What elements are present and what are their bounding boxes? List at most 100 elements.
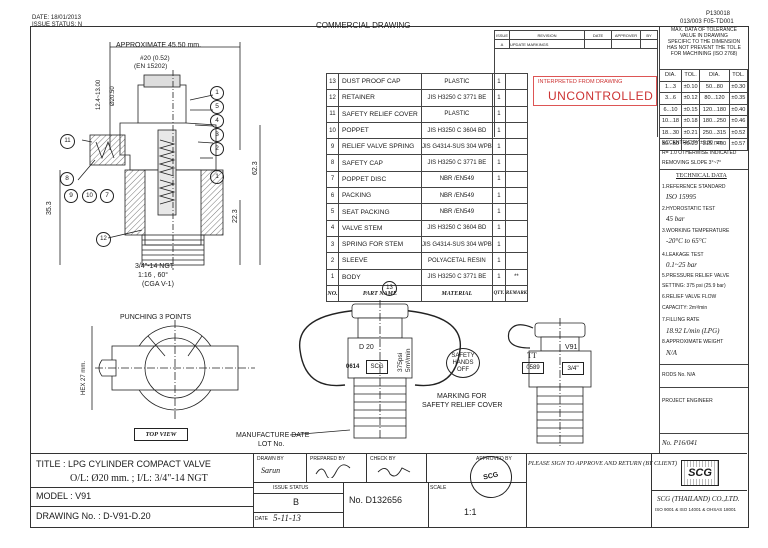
side-code-box: 0589 bbox=[522, 362, 544, 374]
title-ol: O/L: Ø20 mm. ; I/L: 3/4"-14 NGT bbox=[70, 473, 208, 484]
technical-data-panel: ECCENTRICITY ±0.30 mm R= 1.0 OTHERWISE I… bbox=[659, 137, 748, 453]
header-issue-status: ISSUE STATUS: N bbox=[32, 22, 83, 28]
section-view-drawing bbox=[59, 42, 261, 270]
rev-date bbox=[584, 39, 612, 49]
tol-h-dia1: DIA. bbox=[659, 69, 682, 82]
top-view-drawing bbox=[91, 320, 255, 420]
rev-header-revision: REVISION bbox=[509, 30, 585, 40]
company-name: SCG (THAILAND) CO.,LTD. bbox=[657, 495, 740, 503]
balloon-3: 4 bbox=[210, 114, 224, 128]
front-marking-b-box: SCG bbox=[366, 360, 388, 374]
model-text: MODEL : V91 bbox=[36, 491, 92, 501]
rev-issue: A bbox=[494, 39, 510, 49]
tech-5-label: 5.PRESSURE RELIEF VALVE bbox=[662, 273, 730, 279]
tech-4-value: 0.1~25 bar bbox=[666, 261, 698, 269]
tol-h-tol2: TOL. bbox=[728, 69, 749, 82]
doc-ref: 013/003 F05-TD001 bbox=[680, 19, 734, 25]
drawing-frame bbox=[30, 26, 749, 528]
tech-3-value: -20°C to 65°C bbox=[666, 237, 707, 245]
drawn-by-cell: DRAWN BY Sarun bbox=[253, 454, 307, 483]
cga-note: (CGA V-1) bbox=[142, 281, 174, 288]
front-psi: 375psi bbox=[397, 352, 404, 372]
balloon-1: 1 bbox=[210, 86, 224, 100]
dim-left-a: 12.4~13.00 bbox=[96, 79, 102, 110]
stamp-line2: UNCONTROLLED bbox=[548, 89, 654, 103]
punching-note: PUNCHING 3 POINTS bbox=[120, 314, 192, 321]
tol-h-tol1: TOL. bbox=[680, 69, 701, 82]
rev-header-issue: ISSUE bbox=[494, 30, 510, 40]
marking-note-1: MARKING FOR bbox=[437, 393, 487, 400]
title-block: TITLE : LPG CYLINDER COMPACT VALVE O/L: … bbox=[30, 452, 747, 527]
balloon-10: 10 bbox=[82, 189, 97, 203]
issue-status-cell: ISSUE STATUS B DATE 5-11-13 bbox=[253, 482, 344, 527]
rev-description: UPDATE MARKINGS bbox=[509, 39, 585, 49]
tech-3-label: 3.WORKING TEMPERATURE bbox=[662, 228, 730, 234]
tech-7-value: 18.92 L/min (LPG) bbox=[666, 327, 720, 335]
sign-note: PLEASE SIGN TO APPROVE AND RETURN (BY CL… bbox=[528, 460, 678, 467]
tech-2-value: 45 bar bbox=[666, 215, 685, 223]
tech-8-label: 8.APPROXIMATE WEIGHT bbox=[662, 339, 724, 345]
doc-code: P130018 bbox=[706, 11, 731, 17]
manufacture-date: MANUFACTURE DATE bbox=[236, 432, 310, 439]
rev-by bbox=[640, 39, 658, 49]
tol-h-dia2: DIA. bbox=[699, 69, 730, 82]
rods-no: RODS No. N/A bbox=[662, 372, 696, 378]
tech-1-value: ISO 15995 bbox=[666, 193, 697, 201]
drawn-by: Sarun bbox=[261, 466, 281, 475]
approx-width-dim: APPROXIMATE 45.50 mm. bbox=[116, 42, 202, 49]
removing-slope: REMOVING SLOPE 3°~7° bbox=[662, 160, 722, 166]
company-logo: SCG bbox=[681, 460, 719, 486]
drawing-no: DRAWING No. : D-V91-D.20 bbox=[36, 511, 151, 521]
dim-left-b: Ø20.50 bbox=[110, 86, 116, 106]
balloon-7: 7 bbox=[100, 189, 114, 203]
balloon-12: 12 bbox=[96, 232, 111, 247]
tech-1-label: 1.REFERENCE STANDARD bbox=[662, 184, 726, 190]
hex-dim: HEX 27 mm. bbox=[81, 360, 87, 395]
date-value: 5-11-13 bbox=[273, 513, 301, 523]
balloon-9: 9 bbox=[64, 189, 78, 203]
balloon-4: 3 bbox=[210, 128, 224, 142]
side-tt: TT bbox=[527, 351, 537, 360]
technical-data-title: TECHNICAL DATA bbox=[676, 173, 727, 179]
top-view-label: TOP VIEW bbox=[134, 428, 188, 441]
drawing-heading: COMMERCIAL DRAWING bbox=[316, 21, 411, 30]
front-psi-sub: 5m³/min bbox=[405, 348, 412, 372]
title-text: TITLE : LPG CYLINDER COMPACT VALVE bbox=[36, 459, 211, 469]
balloon-6: 1 bbox=[210, 170, 224, 184]
prepared-by-cell: PREPARED BY bbox=[306, 454, 367, 483]
safety-hands-off-badge: SAFETY HANDS OFF bbox=[446, 348, 480, 378]
eccentricity-note: ECCENTRICITY ±0.30 mm bbox=[662, 140, 723, 146]
thread-std: (EN 15202) bbox=[134, 63, 168, 70]
tech-2-label: 2.HYDROSTATIC TEST bbox=[662, 206, 716, 212]
uncontrolled-stamp: INTERPRETED FROM DRAWING UNCONTROLLED bbox=[533, 76, 657, 106]
balloon-13: 13 bbox=[382, 281, 397, 296]
balloon-5: 2 bbox=[210, 142, 224, 156]
r-note: R= 1.0 OTHERWISE INDICATED bbox=[662, 150, 737, 156]
lot-no: LOT No. bbox=[258, 441, 285, 448]
side-v91: V91 bbox=[565, 344, 578, 351]
project-engineer: PROJECT ENGINEER bbox=[662, 398, 713, 404]
tol-note-2: VALUE IN DRAWING bbox=[680, 33, 728, 39]
client-sign-cell: PLEASE SIGN TO APPROVE AND RETURN (BY CL… bbox=[526, 454, 677, 527]
tol-note-3: SPECIFIC TO THE DIMENSION bbox=[667, 39, 741, 45]
side-thread-box: 3/4" bbox=[562, 362, 584, 375]
tech-6-value: CAPACITY: 2m³/min bbox=[662, 305, 708, 311]
front-d20: D 20 bbox=[359, 344, 374, 351]
tol-note-1: MAX. DATA OF TOLERANCE bbox=[670, 27, 738, 33]
tech-number: No. P16/041 bbox=[662, 439, 698, 447]
